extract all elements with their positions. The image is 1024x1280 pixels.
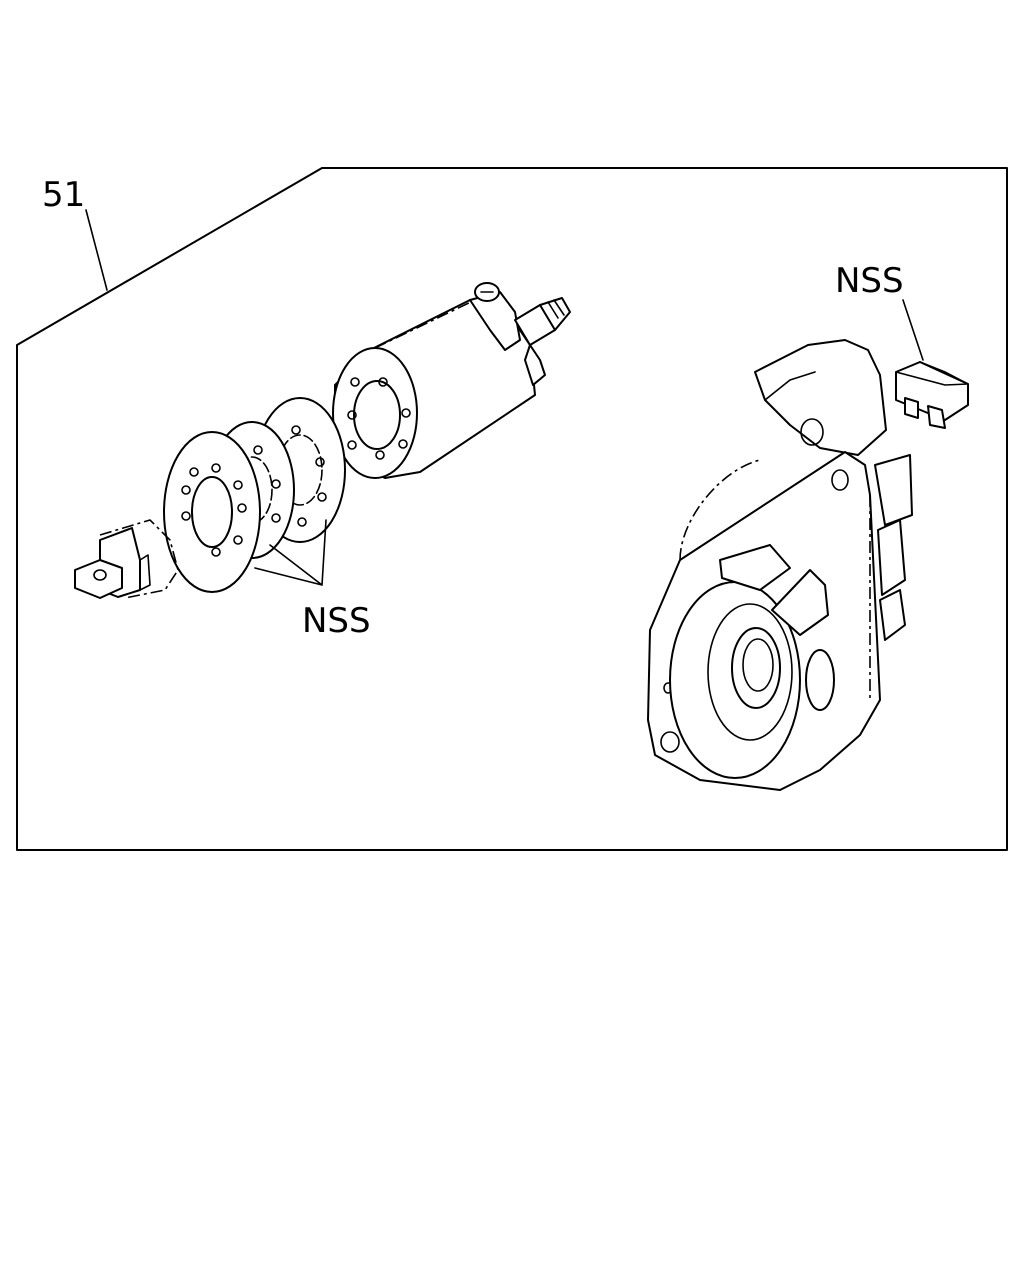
terminal-cap-icon xyxy=(895,361,969,429)
plunger-icon xyxy=(74,519,179,599)
solenoid-switch-icon xyxy=(332,282,571,479)
callout-assembly-number: 51 xyxy=(42,175,85,215)
callout-nss-shims: NSS xyxy=(302,601,371,641)
callout-nss-cap: NSS xyxy=(835,261,904,301)
callout-leader-nss-shims xyxy=(254,519,327,586)
diagram-frame xyxy=(16,167,1008,851)
front-housing-icon xyxy=(647,339,913,791)
callout-leader-51 xyxy=(85,209,108,291)
callout-leader-nss-cap xyxy=(902,299,924,361)
shim-washer-icon xyxy=(163,397,346,593)
